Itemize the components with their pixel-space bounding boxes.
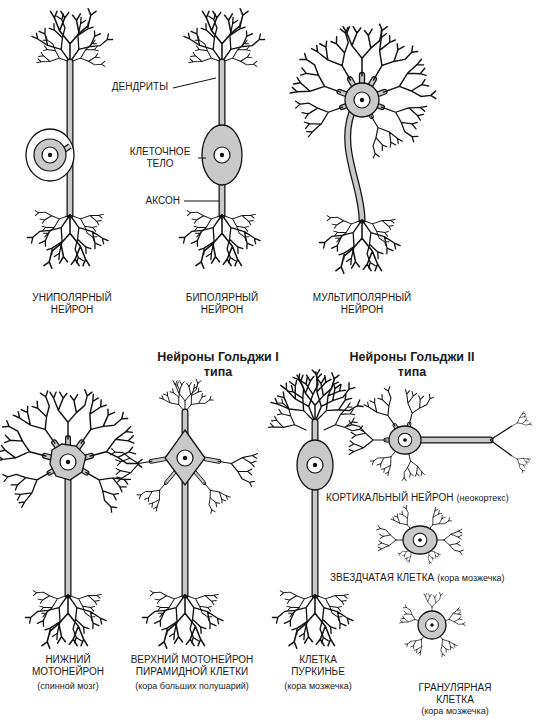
location-note: (кора мозжечка) [437, 573, 504, 584]
neuron-type-label: УНИПОЛЯРНЫЙ НЕЙРОН [26, 292, 118, 316]
stellate-cell [377, 505, 464, 565]
cortical-neuron [347, 385, 532, 481]
location-note: (кора мозжечка) [421, 706, 488, 717]
cell-name: КЛЕТКА ПУРКИНЬЕ [283, 654, 353, 678]
cell-name: ВЕРХНИЙ МОТОНЕЙРОН ПИРАМИДНОЙ КЛЕТКИ [117, 654, 267, 678]
neuron-type-label: МУЛЬТИПОЛЯРНЫЙ НЕЙРОН [307, 292, 417, 316]
leader-lines [173, 78, 219, 201]
neuron-type-label: БИПОЛЯРНЫЙ НЕЙРОН [176, 292, 268, 316]
location-note: (кора мозжечка) [284, 681, 351, 692]
part-label: КЛЕТОЧНОЕ ТЕЛО [123, 146, 198, 170]
purkinje-cell [267, 367, 365, 648]
unipolar-neuron [26, 9, 114, 269]
cell-name: КОРТИКАЛЬНЫЙ НЕЙРОН [326, 492, 453, 504]
location-note: (кора больших полушарий) [135, 681, 248, 692]
cell-name: НИЖНИЙ МОТОНЕЙРОН [18, 654, 118, 678]
location-note: (спинной мозг) [37, 681, 98, 692]
part-label: АКСОН [146, 195, 180, 207]
location-note: (неокортекс) [456, 493, 508, 504]
group-heading: Нейроны Гольджи I типа [153, 350, 283, 380]
multipolar-neuron [288, 24, 438, 273]
lower-motoneuron [0, 389, 144, 648]
cell-name: ЗВЕЗДЧАТАЯ КЛЕТКА [330, 572, 434, 584]
group-heading: Нейроны Гольджи II типа [347, 350, 477, 380]
cell-name: ГРАНУЛЯРНАЯ КЛЕТКА [408, 682, 503, 706]
granule-cell [399, 593, 467, 658]
pyramidal-neuron [110, 379, 260, 648]
part-label: ДЕНДРИТЫ [112, 81, 168, 93]
bipolar-neuron [178, 9, 266, 269]
